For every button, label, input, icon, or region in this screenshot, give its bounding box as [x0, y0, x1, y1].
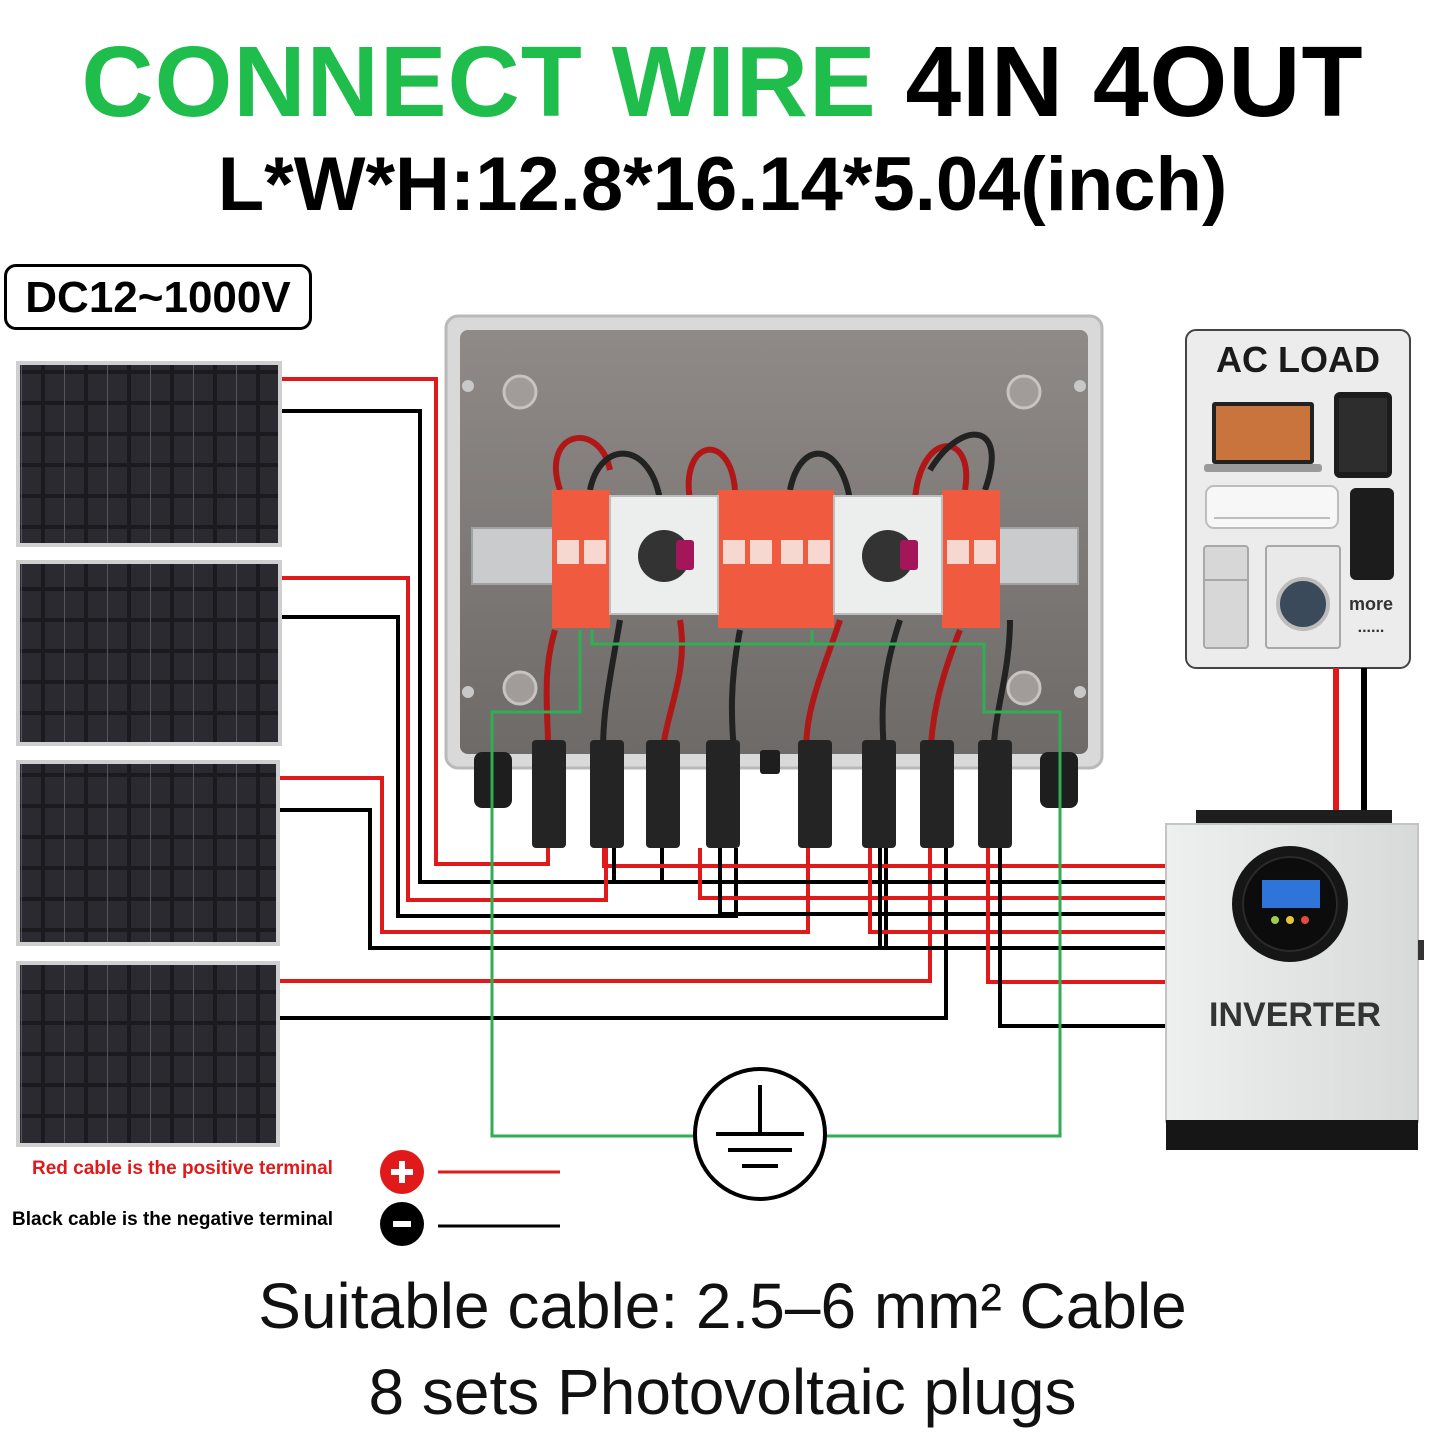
surge-protector-1 [552, 490, 610, 628]
washing-machine-icon [1265, 545, 1341, 649]
panel4-positive-wire [280, 848, 932, 983]
mc4-connector-7 [920, 740, 954, 848]
solar-panel-1 [16, 361, 282, 547]
inverter: INVERTER [1165, 810, 1424, 1150]
panel1-negative-wire [282, 409, 664, 884]
combiner-box [444, 314, 1104, 848]
out-wire-3 [698, 848, 1166, 900]
mc4-connector-8 [978, 740, 1012, 848]
solar-panel-4 [16, 961, 280, 1147]
dc-isolator-switch-1 [609, 495, 719, 615]
ac-load-label: AC LOAD [1216, 339, 1380, 380]
refrigerator-icon [1203, 545, 1249, 649]
panel3-negative-wire [280, 808, 888, 950]
mc4-connector-1 [532, 740, 566, 848]
inverter-label: INVERTER [1209, 996, 1381, 1034]
panel-wires [280, 377, 948, 1020]
panel1-positive-wire [282, 377, 550, 866]
out-wire-6 [878, 848, 1166, 950]
solar-panel-3 [16, 760, 280, 946]
mc4-connector-2 [590, 740, 624, 848]
panel3-positive-wire [280, 776, 810, 934]
out-wire-8 [998, 848, 1166, 1028]
ground-wires [490, 630, 1062, 1138]
negative-terminal-icon [380, 1202, 424, 1246]
ground-symbol [693, 1067, 827, 1201]
out-wire-4 [718, 848, 1166, 916]
title-black-part: 4IN 4OUT [905, 26, 1364, 138]
laptop-icon [1204, 402, 1322, 472]
ac-load-panel: AC LOAD [1185, 329, 1411, 669]
title-green-part: CONNECT WIRE [81, 26, 877, 138]
air-conditioner-icon [1205, 485, 1339, 529]
positive-terminal-icon [380, 1150, 424, 1194]
surge-protector-4 [942, 490, 1000, 628]
panel2-positive-wire [282, 576, 608, 902]
phone-icon [1350, 488, 1394, 580]
panel2-negative-wire [282, 615, 738, 918]
more-dots: ...... [1358, 619, 1385, 636]
inverter-display [1262, 880, 1320, 908]
mc4-connector-5 [798, 740, 832, 848]
dimensions-label: L*W*H:12.8*16.14*5.04(inch) [217, 142, 1228, 227]
more-label: more [1349, 594, 1393, 614]
mc4-connector-3 [646, 740, 680, 848]
surge-protector-3 [776, 490, 834, 628]
surge-protector-2 [718, 490, 776, 628]
plugs-spec-text: 8 sets Photovoltaic plugs [368, 1356, 1077, 1428]
mc4-connector-6 [862, 740, 896, 848]
panel4-negative-wire [280, 848, 948, 1020]
output-wires [602, 848, 1166, 1028]
out-wire-7 [986, 848, 1166, 984]
page-title: CONNECT WIRE 4IN 4OUT [0, 22, 1445, 142]
solar-panel-2 [16, 560, 282, 746]
tablet-icon [1334, 392, 1392, 478]
out-wire-2 [612, 848, 1166, 884]
legend-negative-text: Black cable is the negative terminal [12, 1209, 334, 1230]
out-wire-5 [868, 848, 1166, 934]
dc-isolator-switch-2 [833, 495, 943, 615]
legend-positive-text: Red cable is the positive terminal [32, 1158, 333, 1179]
mc4-connector-4 [706, 740, 740, 848]
voltage-badge: DC12~1000V [4, 264, 312, 330]
cable-spec-text: Suitable cable: 2.5–6 mm² Cable [258, 1270, 1187, 1342]
out-wire-1 [602, 848, 1166, 868]
